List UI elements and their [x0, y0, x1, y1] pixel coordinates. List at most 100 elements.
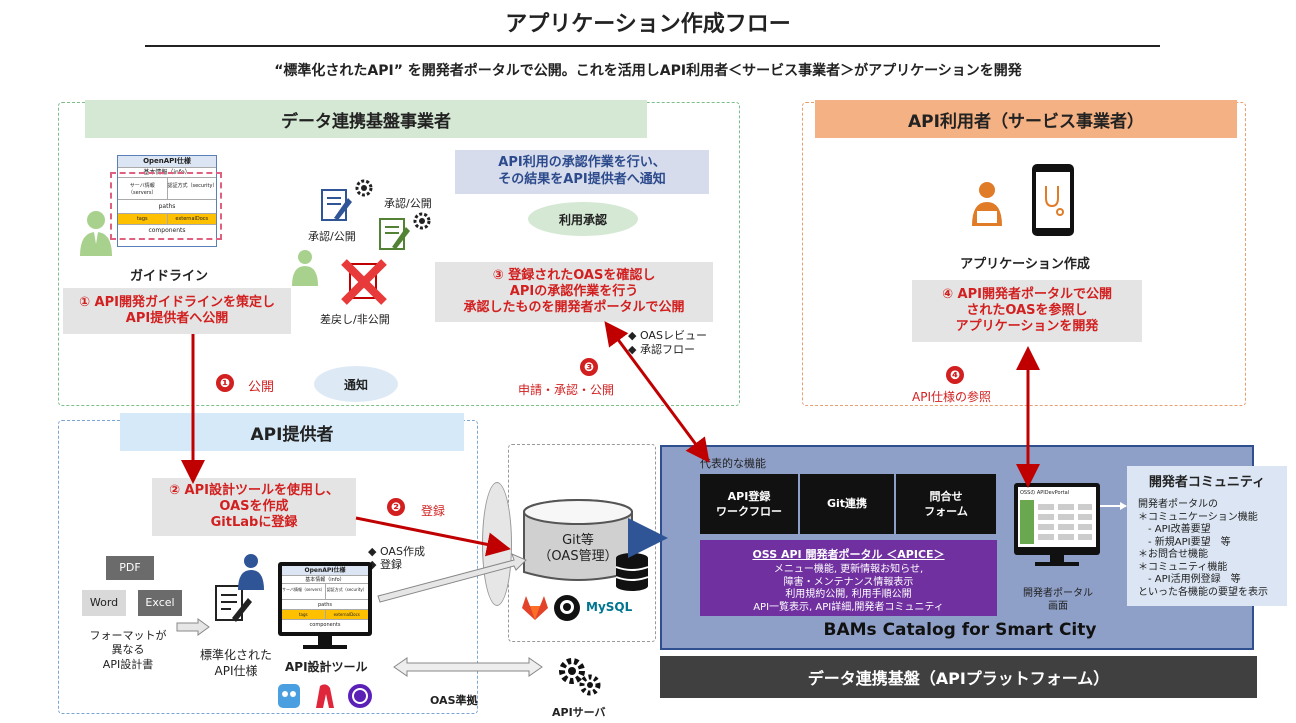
step2-number: ❷ — [387, 498, 405, 516]
monitor-doc-externaldocs: externalDocs — [324, 610, 368, 619]
bullet-register-text: 登録 — [379, 558, 402, 571]
feature-form: 問合せ フォーム — [896, 474, 996, 534]
approver-person-icon — [292, 250, 318, 286]
notify-badge: 通知 — [314, 366, 398, 402]
guideline-label: ガイドライン — [130, 269, 209, 284]
oas-compliance-label: OAS準拠 — [430, 694, 478, 707]
excel-icon: Excel — [138, 590, 182, 616]
community-line-4: - 新規API要望 等 — [1138, 536, 1231, 548]
standard-spec-icon — [215, 585, 252, 622]
apice-line-2: 障害・メンテナンス情報表示 — [783, 576, 914, 588]
mysql-logo: MySQL — [586, 600, 633, 614]
approve-green-document-icon — [379, 212, 431, 250]
step4-box: ④ API開発者ポータルで公開 されたOASを参照し アプリケーションを開発 — [912, 280, 1142, 342]
community-line-1: 開発者ポータルの — [1138, 499, 1218, 510]
community-line-3: - API改善要望 — [1138, 524, 1211, 535]
git-label: Git等 （OAS管理） — [538, 533, 618, 565]
reject-icon — [341, 259, 387, 305]
monitor-doc-paths: paths — [282, 599, 368, 609]
title-underline — [145, 45, 1160, 47]
monitor-doc-info: 基本情報（info） — [282, 575, 368, 583]
monitor-doc-tags: tags — [282, 610, 325, 619]
page-subtitle: “標準化されたAPI” を開発者ポータルで公開。これを活用しAPI利用者＜サービ… — [274, 63, 1022, 79]
community-line-6: ＊コミュニティ機能 — [1138, 561, 1228, 573]
step2-box: ② API設計ツールを使用し、 OASを作成 GitLabに登録 — [152, 478, 356, 536]
catalog-name: BAMs Catalog for Smart City — [823, 620, 1097, 640]
tool-logo-icon — [316, 684, 334, 708]
provider-person-icon — [238, 554, 264, 590]
monitor-doc-security: 認証方式（security） — [326, 587, 367, 592]
step4-number: ❹ — [946, 366, 964, 384]
arrow-approval — [604, 321, 710, 463]
step3-flow-label: 申請・承認・公開 — [518, 383, 615, 397]
portal-screen-grid — [1020, 500, 1092, 544]
page-title: アプリケーション作成フロー — [505, 12, 791, 37]
portal-monitor-base — [1035, 562, 1079, 566]
community-line-2: ＊コミュニケーション機能 — [1138, 511, 1258, 523]
portal-monitor-stand — [1050, 555, 1064, 563]
design-tool-monitor: OpenAPI仕様 基本情報（info） サーバ情報（servers） 認証方式… — [278, 562, 372, 636]
oas-compliance-arrow — [393, 657, 543, 677]
approve-label-1: 承認/公開 — [384, 197, 432, 210]
monitor-doc-servers: サーバ情報（servers） — [282, 584, 326, 599]
feature-workflow: API登録 ワークフロー — [700, 474, 798, 534]
apice-box: OSS API 開発者ポータル ＜APICE＞ メニュー機能, 更新情報お知らせ… — [700, 540, 997, 616]
app-creation-label: アプリケーション作成 — [960, 257, 1090, 272]
approval-note-box: API利用の承認作業を行い、 その結果をAPI提供者へ通知 — [455, 150, 709, 194]
gitlab-icon — [522, 596, 548, 620]
robot-logo-icon — [278, 684, 300, 708]
monitor-doc-components: components — [282, 619, 368, 629]
pdf-icon: PDF — [106, 556, 154, 580]
portal-monitor: OSSの APIDevPortal — [1014, 483, 1100, 555]
doc-row-tags: tags — [118, 214, 167, 224]
apice-line-1: メニュー機能, 更新情報お知らせ, — [773, 564, 924, 575]
arrow-tool-to-git — [377, 553, 527, 603]
community-line-8: といった各機能の要望を表示 — [1138, 586, 1268, 598]
approve-document-icon — [321, 179, 373, 221]
apice-line-4: API一覧表示, API詳細,開発者コミュニティ — [753, 601, 944, 613]
word-icon: Word — [82, 590, 126, 616]
reject-label: 差戻し/非公開 — [320, 313, 390, 326]
doc-row-security: 認証方式（security） — [167, 183, 218, 189]
register-label: 登録 — [421, 504, 446, 518]
step3-number: ❸ — [580, 358, 598, 376]
git-database-icon — [523, 499, 633, 581]
publish-label: 公開 — [248, 380, 275, 395]
api-server-label: APIサーバ — [552, 706, 606, 719]
portal-label: 開発者ポータル 画面 — [1023, 588, 1093, 612]
format-arrow-icon — [176, 618, 210, 636]
monitor-doc-header: OpenAPI仕様 — [282, 566, 368, 575]
developer-person-icon — [972, 182, 1002, 226]
platform-operator-label: データ連携基盤事業者 — [85, 100, 647, 138]
format-label: フォーマットが 異なる API設計書 — [89, 629, 167, 671]
operator-person-icon — [80, 211, 112, 256]
community-line-5: ＊お問合せ機能 — [1138, 549, 1208, 560]
monitor-stand — [318, 636, 332, 646]
smartphone-icon — [1032, 164, 1074, 236]
design-tool-label: API設計ツール — [285, 660, 368, 674]
monitor-base — [303, 645, 347, 649]
bullet-oas-create: ◆ OAS作成 — [368, 545, 425, 558]
step1-number: ❶ — [216, 374, 234, 392]
community-title: 開発者コミュニティ — [1148, 475, 1266, 490]
doc-header: OpenAPI仕様 — [118, 156, 216, 167]
api-user-label: API利用者（サービス事業者） — [815, 100, 1237, 138]
step3-box: ③ 登録されたOASを確認し APIの承認作業を行う 承認したものを開発者ポータ… — [435, 262, 713, 322]
community-box — [1127, 466, 1287, 606]
approval-badge: 利用承認 — [528, 202, 638, 236]
doc-row-servers: サーバ情報（servers） — [118, 178, 168, 199]
api-provider-label: API提供者 — [120, 413, 464, 451]
standard-spec-label: 標準化された API仕様 — [199, 648, 272, 678]
portal-screen-title: OSSの APIDevPortal — [1020, 490, 1070, 496]
community-line-7: - API活用例登録 等 — [1138, 574, 1241, 585]
doc-row-externaldocs: externalDocs — [166, 214, 216, 224]
features-label: 代表的な機能 — [700, 457, 766, 470]
approve-label-2: 承認/公開 — [308, 230, 356, 243]
doc-row-paths: paths — [118, 199, 216, 213]
platform-bar: データ連携基盤（APIプラットフォーム） — [660, 656, 1257, 698]
arrow-register — [355, 516, 511, 557]
github-icon — [554, 595, 580, 621]
doc-highlight — [110, 172, 222, 240]
doc-row-components: components — [118, 224, 216, 236]
